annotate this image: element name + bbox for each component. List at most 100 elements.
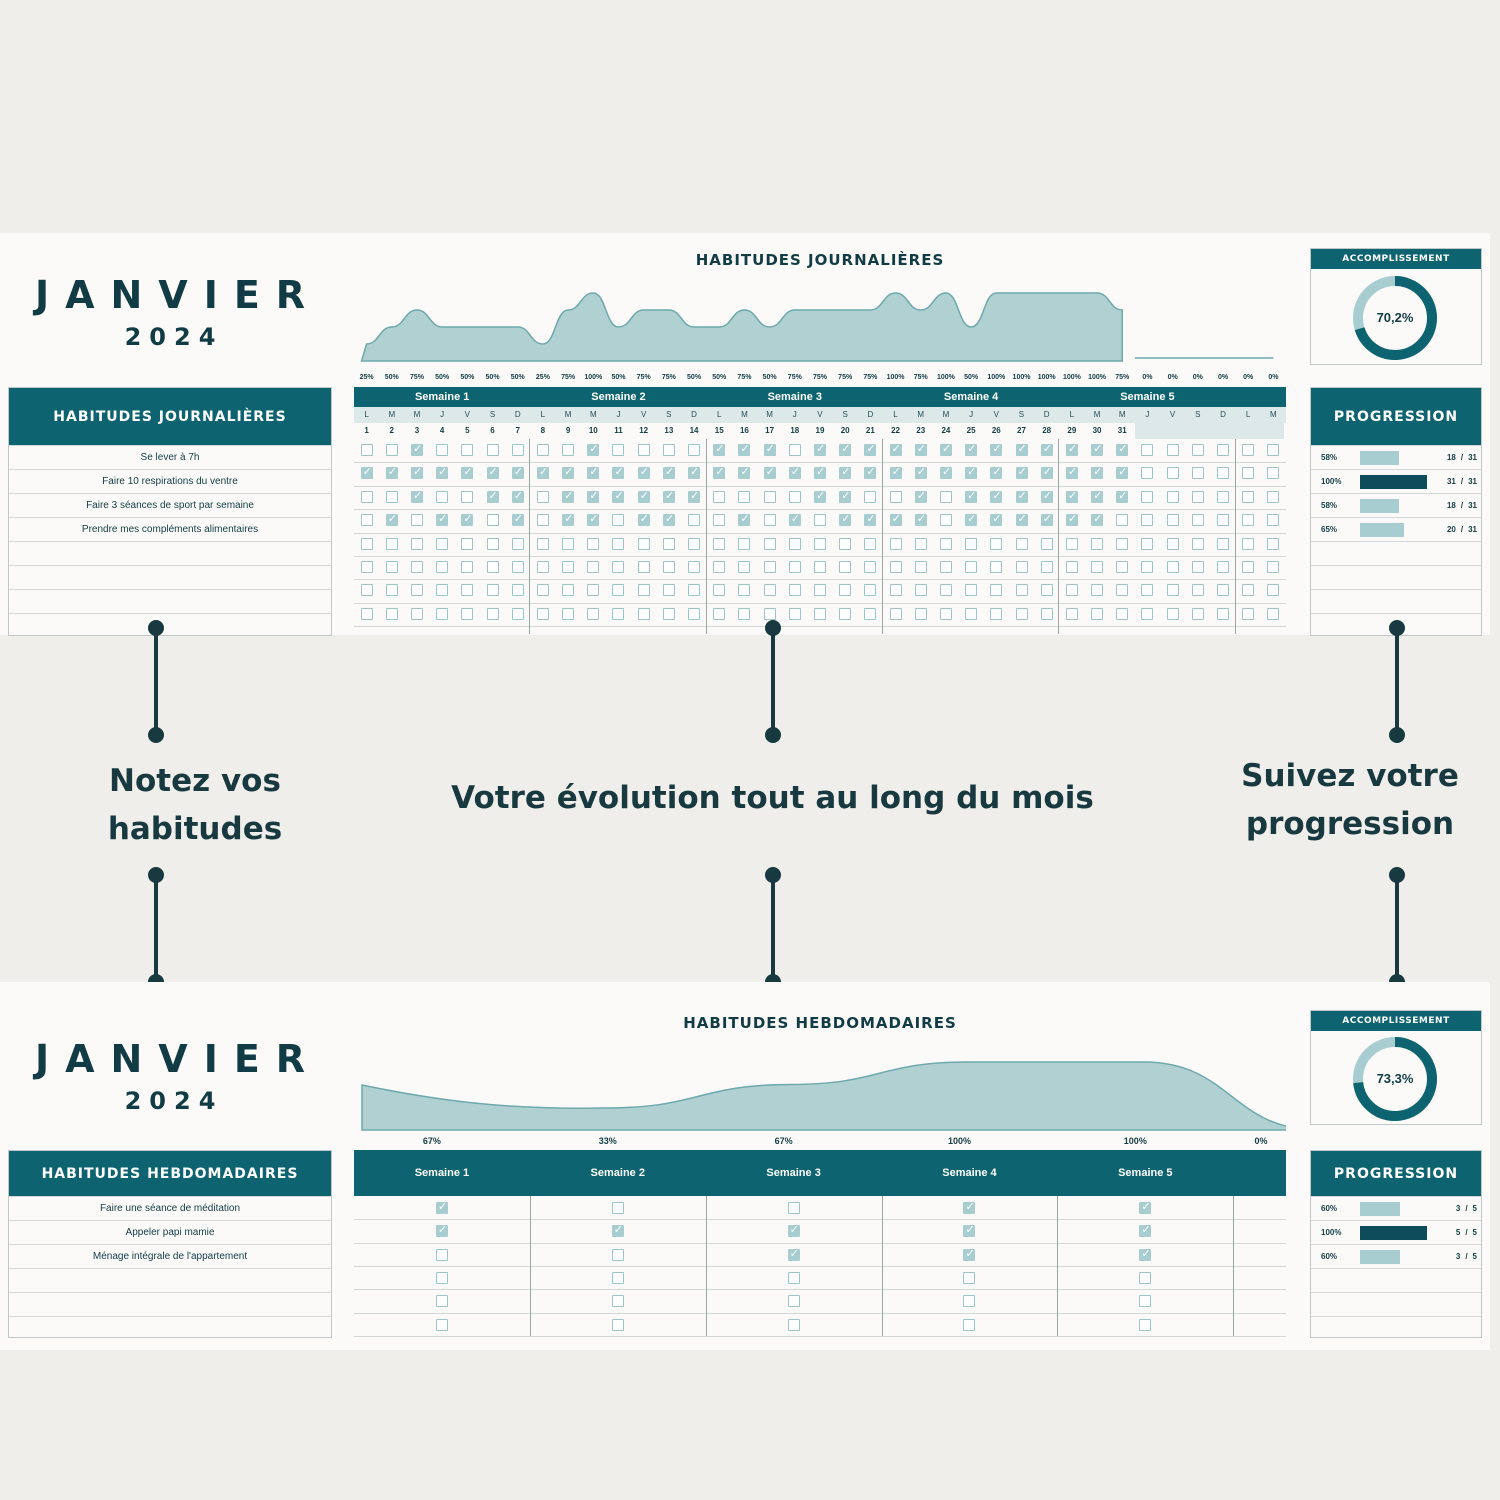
- habit-checkbox[interactable]: [360, 444, 373, 456]
- habit-checkbox[interactable]: [889, 465, 902, 480]
- habit-checkbox[interactable]: [511, 465, 524, 480]
- habit-checkbox[interactable]: [788, 444, 801, 456]
- habit-checkbox[interactable]: [1166, 514, 1179, 527]
- habit-checkbox[interactable]: [511, 537, 524, 550]
- habit-checkbox[interactable]: [990, 465, 1003, 480]
- habit-checkbox[interactable]: [1065, 607, 1078, 620]
- habit-checkbox[interactable]: [688, 465, 701, 480]
- habit-checkbox[interactable]: [939, 561, 952, 573]
- habit-checkbox[interactable]: [385, 444, 398, 456]
- habit-checkbox[interactable]: [360, 514, 373, 527]
- habit-checkbox[interactable]: [1015, 537, 1028, 550]
- habit-checkbox[interactable]: [713, 490, 726, 503]
- habit-checkbox[interactable]: [713, 442, 726, 456]
- habit-checkbox[interactable]: [612, 514, 625, 527]
- daily-habit-name[interactable]: [9, 613, 331, 637]
- habit-checkbox[interactable]: [839, 584, 852, 597]
- habit-checkbox[interactable]: [461, 584, 474, 597]
- habit-checkbox[interactable]: [788, 607, 801, 620]
- habit-checkbox[interactable]: [738, 512, 751, 527]
- habit-checkbox[interactable]: [1116, 584, 1129, 597]
- habit-checkbox[interactable]: [1141, 514, 1154, 527]
- habit-checkbox[interactable]: [436, 465, 449, 480]
- habit-checkbox[interactable]: [939, 490, 952, 503]
- weekly-habit-checkbox[interactable]: [435, 1295, 448, 1308]
- habit-checkbox[interactable]: [814, 607, 826, 620]
- habit-checkbox[interactable]: [587, 537, 600, 550]
- habit-checkbox[interactable]: [1116, 514, 1129, 527]
- habit-checkbox[interactable]: [1267, 514, 1280, 527]
- habit-checkbox[interactable]: [1166, 490, 1179, 503]
- habit-checkbox[interactable]: [662, 512, 675, 527]
- habit-checkbox[interactable]: [864, 490, 877, 503]
- habit-checkbox[interactable]: [385, 490, 398, 503]
- habit-checkbox[interactable]: [864, 465, 877, 480]
- habit-checkbox[interactable]: [1091, 465, 1104, 480]
- habit-checkbox[interactable]: [1116, 489, 1129, 503]
- habit-checkbox[interactable]: [990, 537, 1003, 550]
- habit-checkbox[interactable]: [990, 607, 1003, 620]
- habit-checkbox[interactable]: [536, 444, 549, 456]
- habit-checkbox[interactable]: [788, 537, 801, 550]
- habit-checkbox[interactable]: [637, 512, 650, 527]
- habit-checkbox[interactable]: [914, 584, 927, 597]
- habit-checkbox[interactable]: [1091, 442, 1104, 456]
- weekly-habit-checkbox[interactable]: [963, 1318, 976, 1331]
- habit-checkbox[interactable]: [965, 607, 978, 620]
- habit-checkbox[interactable]: [814, 537, 826, 550]
- habit-checkbox[interactable]: [1065, 584, 1078, 597]
- habit-checkbox[interactable]: [1141, 607, 1154, 620]
- habit-checkbox[interactable]: [461, 490, 474, 503]
- habit-checkbox[interactable]: [486, 489, 499, 503]
- habit-checkbox[interactable]: [965, 561, 978, 573]
- habit-checkbox[interactable]: [662, 561, 675, 573]
- habit-checkbox[interactable]: [587, 561, 600, 573]
- habit-checkbox[interactable]: [1217, 584, 1230, 597]
- habit-checkbox[interactable]: [1040, 465, 1053, 480]
- habit-checkbox[interactable]: [939, 442, 952, 456]
- weekly-habit-checkbox[interactable]: [1139, 1318, 1152, 1331]
- habit-checkbox[interactable]: [738, 584, 751, 597]
- habit-checkbox[interactable]: [486, 607, 499, 620]
- weekly-habit-checkbox[interactable]: [787, 1202, 800, 1214]
- habit-checkbox[interactable]: [461, 465, 474, 480]
- habit-checkbox[interactable]: [965, 512, 978, 527]
- habit-checkbox[interactable]: [360, 465, 373, 480]
- habit-checkbox[interactable]: [536, 465, 549, 480]
- habit-checkbox[interactable]: [914, 512, 927, 527]
- habit-checkbox[interactable]: [436, 607, 449, 620]
- habit-checkbox[interactable]: [788, 490, 801, 503]
- habit-checkbox[interactable]: [1166, 467, 1179, 480]
- habit-checkbox[interactable]: [612, 607, 625, 620]
- habit-checkbox[interactable]: [738, 607, 751, 620]
- habit-checkbox[interactable]: [511, 607, 524, 620]
- habit-checkbox[interactable]: [1267, 444, 1280, 456]
- habit-checkbox[interactable]: [662, 465, 675, 480]
- habit-checkbox[interactable]: [637, 444, 650, 456]
- habit-checkbox[interactable]: [688, 444, 701, 456]
- habit-checkbox[interactable]: [1166, 537, 1179, 550]
- weekly-habit-name[interactable]: [9, 1316, 331, 1340]
- habit-checkbox[interactable]: [1242, 537, 1255, 550]
- daily-habit-name[interactable]: Faire 10 respirations du ventre: [9, 469, 331, 493]
- weekly-habit-checkbox[interactable]: [787, 1247, 800, 1261]
- habit-checkbox[interactable]: [688, 537, 701, 550]
- habit-checkbox[interactable]: [738, 561, 751, 573]
- habit-checkbox[interactable]: [461, 444, 474, 456]
- habit-checkbox[interactable]: [385, 584, 398, 597]
- habit-checkbox[interactable]: [839, 465, 852, 480]
- habit-checkbox[interactable]: [486, 514, 499, 527]
- habit-checkbox[interactable]: [1015, 607, 1028, 620]
- weekly-habit-checkbox[interactable]: [435, 1318, 448, 1331]
- habit-checkbox[interactable]: [1217, 561, 1230, 573]
- habit-checkbox[interactable]: [1141, 467, 1154, 480]
- habit-checkbox[interactable]: [385, 561, 398, 573]
- habit-checkbox[interactable]: [1191, 490, 1204, 503]
- habit-checkbox[interactable]: [1015, 561, 1028, 573]
- habit-checkbox[interactable]: [738, 465, 751, 480]
- habit-checkbox[interactable]: [662, 444, 675, 456]
- habit-checkbox[interactable]: [360, 607, 373, 620]
- habit-checkbox[interactable]: [1116, 442, 1129, 456]
- habit-checkbox[interactable]: [612, 584, 625, 597]
- habit-checkbox[interactable]: [536, 607, 549, 620]
